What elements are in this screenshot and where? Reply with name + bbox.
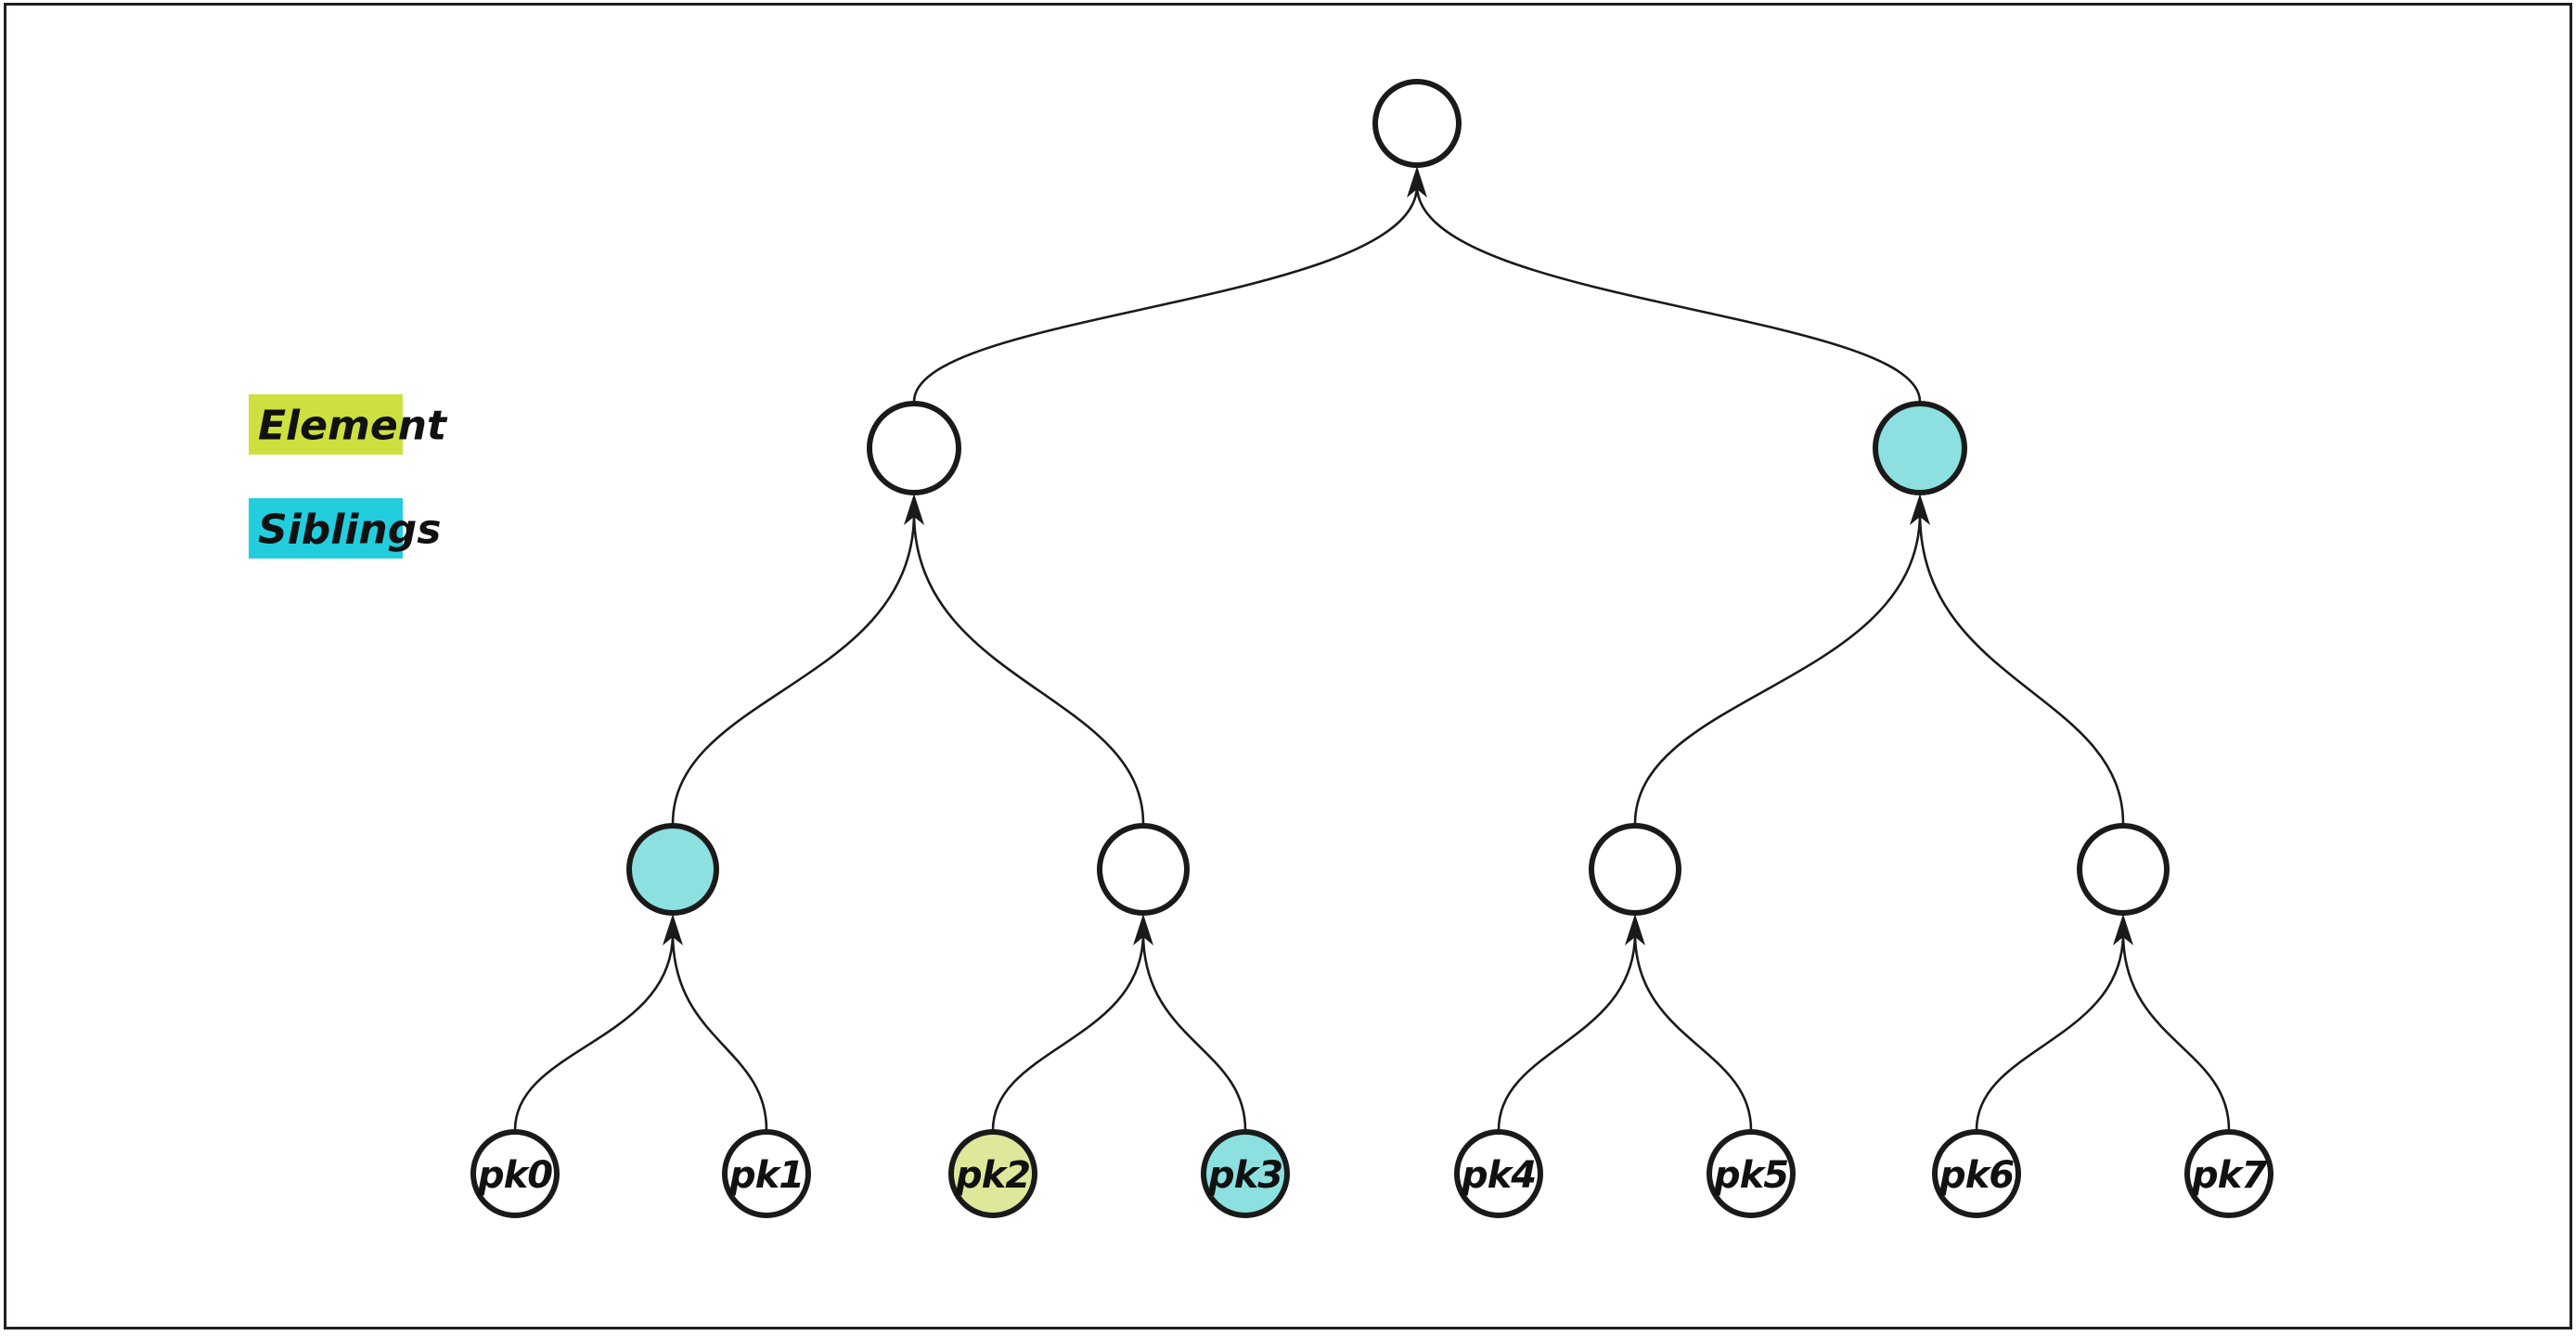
tree-node-pk2[interactable]: pk2 bbox=[948, 1129, 1037, 1218]
legend-label-element: Element bbox=[258, 403, 448, 450]
node-label-pk4: pk4 bbox=[1461, 1154, 1536, 1197]
tree-node-n21[interactable] bbox=[1097, 823, 1190, 916]
node-circle-pk5[interactable] bbox=[1707, 1129, 1796, 1218]
legend-label-siblings: Siblings bbox=[258, 507, 441, 554]
tree-node-pk7[interactable]: pk7 bbox=[2184, 1129, 2273, 1218]
tree-node-n11[interactable] bbox=[1873, 401, 1967, 495]
tree-node-n22[interactable] bbox=[1589, 823, 1681, 916]
node-circle-pk0[interactable] bbox=[470, 1129, 560, 1218]
node-circle-root[interactable] bbox=[1372, 79, 1462, 168]
node-circle-n21[interactable] bbox=[1097, 823, 1190, 916]
tree-node-pk0[interactable]: pk0 bbox=[470, 1129, 560, 1218]
tree-node-n10[interactable] bbox=[867, 401, 961, 495]
node-label-pk6: pk6 bbox=[1938, 1154, 2014, 1197]
tree-edge bbox=[1415, 185, 1922, 403]
tree-node-n23[interactable] bbox=[2077, 823, 2170, 916]
tree-node-pk1[interactable]: pk1 bbox=[722, 1129, 811, 1218]
edges-layer bbox=[513, 166, 2231, 1131]
node-label-pk1: pk1 bbox=[728, 1154, 804, 1197]
tree-edge bbox=[1633, 512, 1922, 825]
node-circle-n20[interactable] bbox=[626, 823, 719, 916]
node-circle-pk1[interactable] bbox=[722, 1129, 811, 1218]
node-circle-pk3[interactable] bbox=[1201, 1129, 1290, 1218]
tree-node-pk3[interactable]: pk3 bbox=[1201, 1129, 1290, 1218]
legend-swatch-element bbox=[249, 394, 403, 455]
tree-edge bbox=[991, 932, 1145, 1131]
tree-node-n20[interactable] bbox=[626, 823, 719, 916]
node-label-pk5: pk5 bbox=[1713, 1154, 1788, 1197]
node-label-pk3: pk3 bbox=[1207, 1154, 1282, 1197]
tree-node-pk4[interactable]: pk4 bbox=[1454, 1129, 1543, 1218]
node-circle-n22[interactable] bbox=[1589, 823, 1681, 916]
nodes-layer: pk0 pk1 pk2 pk3 pk4 pk5 pk6 pk7 bbox=[470, 79, 2273, 1218]
node-label-pk0: pk0 bbox=[477, 1154, 552, 1197]
edge-arrowhead bbox=[1910, 494, 1930, 525]
tree-edge bbox=[1975, 932, 2125, 1131]
edge-arrowhead bbox=[1625, 914, 1645, 945]
node-label-pk7: pk7 bbox=[2191, 1154, 2267, 1197]
tree-node-root[interactable] bbox=[1372, 79, 1462, 168]
node-label-pk2: pk2 bbox=[955, 1154, 1030, 1197]
tree-edge bbox=[671, 932, 768, 1131]
node-circle-n11[interactable] bbox=[1873, 401, 1967, 495]
node-circle-n23[interactable] bbox=[2077, 823, 2170, 916]
edge-arrowhead bbox=[2113, 914, 2133, 945]
tree-edge bbox=[912, 512, 1145, 825]
tree-edge bbox=[1497, 932, 1637, 1131]
edge-arrowhead bbox=[1407, 166, 1427, 198]
node-circle-pk2[interactable] bbox=[948, 1129, 1037, 1218]
edge-arrowhead bbox=[1133, 914, 1153, 945]
edge-arrowhead bbox=[663, 914, 683, 945]
tree-node-pk6[interactable]: pk6 bbox=[1932, 1129, 2021, 1218]
tree-edge bbox=[671, 512, 916, 825]
diagram-canvas bbox=[4, 3, 2572, 1330]
node-circle-pk7[interactable] bbox=[2184, 1129, 2273, 1218]
tree-node-pk5[interactable]: pk5 bbox=[1707, 1129, 1796, 1218]
tree-edge bbox=[1141, 932, 1247, 1131]
tree-edge bbox=[513, 932, 675, 1131]
node-circle-pk4[interactable] bbox=[1454, 1129, 1543, 1218]
edge-arrowhead bbox=[904, 494, 924, 525]
node-circle-pk6[interactable] bbox=[1932, 1129, 2021, 1218]
tree-edge bbox=[2121, 932, 2231, 1131]
legend-swatch-siblings bbox=[249, 498, 403, 559]
tree-edge bbox=[1633, 932, 1753, 1131]
tree-edge bbox=[1918, 512, 2125, 825]
legend: Element Siblings bbox=[249, 394, 448, 559]
tree-edge bbox=[912, 185, 1419, 403]
node-circle-n10[interactable] bbox=[867, 401, 961, 495]
